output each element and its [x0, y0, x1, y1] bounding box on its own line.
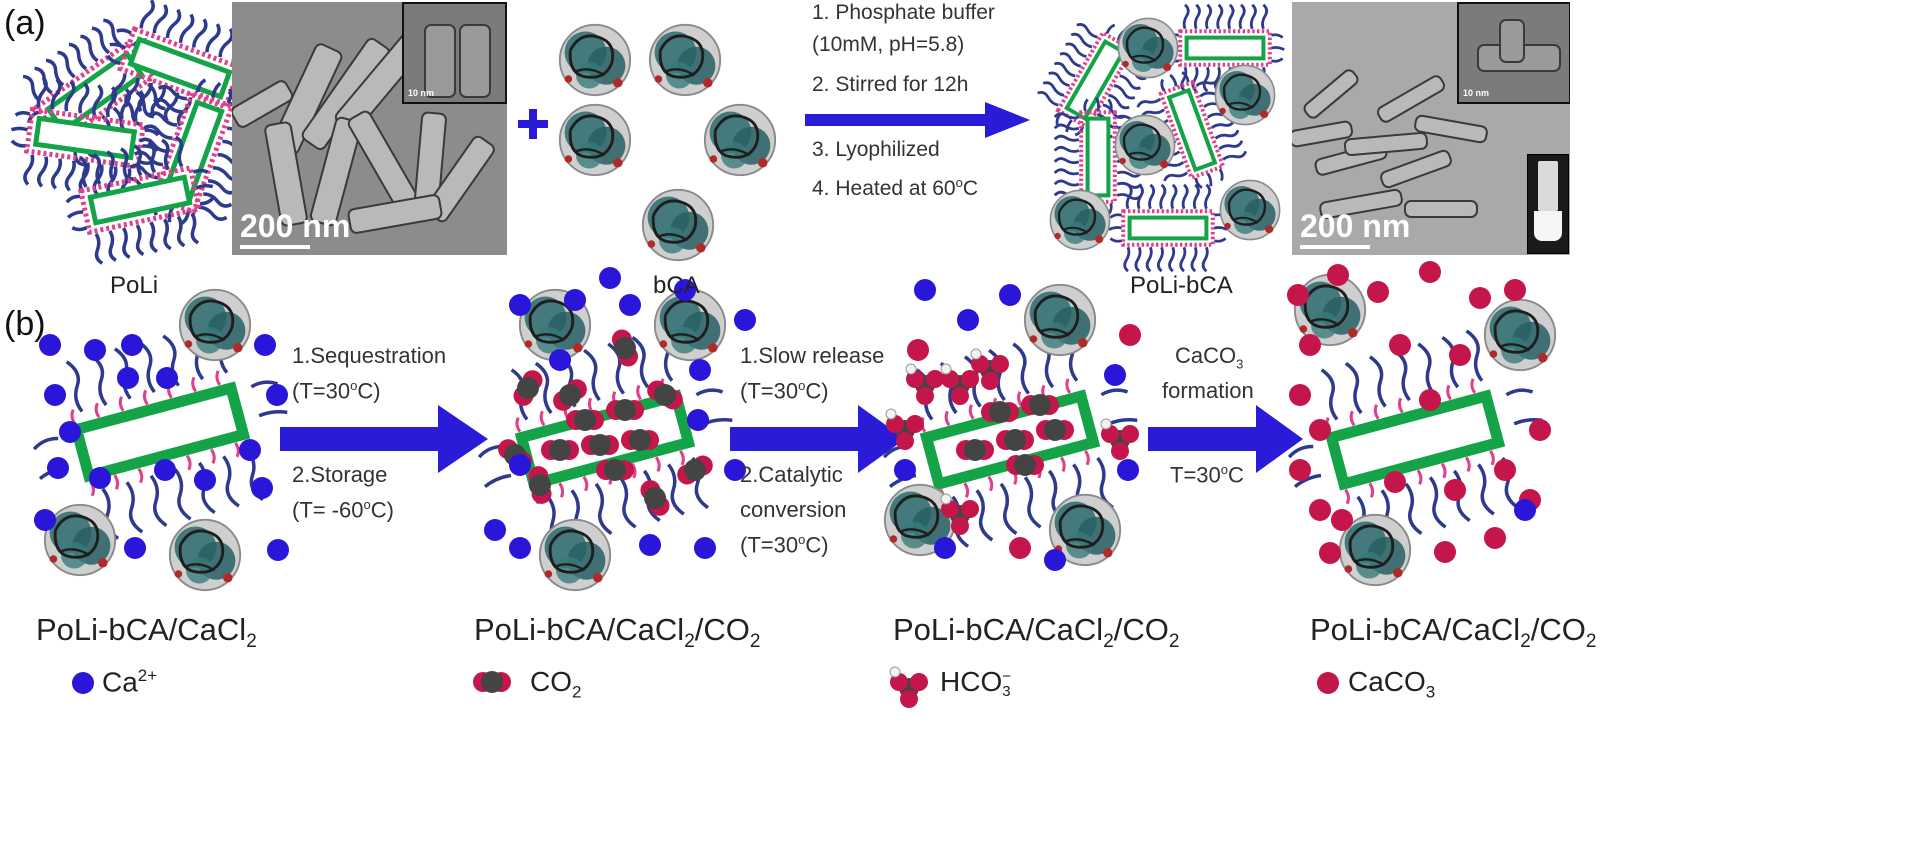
arrow3-line1: CaCO3 [1175, 343, 1244, 372]
bca-caption: bCA [653, 272, 700, 299]
arrow2 [730, 405, 905, 473]
arrow-panel-a [805, 102, 1030, 138]
step-4: 4. Heated at 60oC [812, 175, 979, 200]
legend-co2-label: CO2 [530, 666, 582, 702]
arrow2-line3: 2.Catalytic [740, 462, 843, 487]
step-2: 2. Stirred for 12h [812, 73, 969, 96]
panel-a-label: (a) [4, 4, 46, 42]
legend-ca-dot [72, 672, 94, 694]
arrow2-line4: conversion [740, 497, 847, 522]
caption-stage1: PoLi-bCA/CaCl2 [36, 612, 257, 653]
tem-inset-right: 10 nm [1457, 2, 1570, 104]
tem-inset-right-scale: 10 nm [1463, 88, 1490, 98]
vial-photo [1527, 154, 1569, 254]
poli-bca-caption: PoLi-bCA [1130, 272, 1233, 299]
tem-right-scale: 200 nm [1300, 208, 1411, 244]
arrow3-line2: formation [1162, 378, 1254, 403]
panel-b-label: (b) [4, 305, 46, 343]
poli-caption: PoLi [110, 272, 159, 299]
poli-bca-cartoon [1028, 5, 1284, 271]
stage3-cartoon [863, 279, 1158, 571]
arrow2-line5: (T=30oC) [740, 532, 829, 558]
stage4-cartoon [1268, 261, 1563, 587]
caption-stage2: PoLi-bCA/CaCl2/CO2 [474, 612, 761, 653]
caption-stage3: PoLi-bCA/CaCl2/CO2 [893, 612, 1180, 653]
step-1b: (10mM, pH=5.8) [812, 33, 965, 56]
tem-image-poli: 10 nm 200 nm [232, 2, 507, 255]
poli-cartoon [3, 0, 269, 268]
arrow3-line3: T=30oC [1170, 462, 1244, 488]
arrow2-line2: (T=30oC) [740, 378, 829, 404]
arrow1-line3: 2.Storage [292, 462, 388, 487]
legend-caco3-dot [1317, 672, 1339, 694]
tem-inset-left-scale: 10 nm [408, 88, 435, 98]
arrow3 [1148, 405, 1303, 473]
arrow1-line1: 1.Sequestration [292, 343, 447, 368]
legend-caco3-label: CaCO3 [1348, 666, 1436, 702]
legend-glyphs [72, 666, 1339, 709]
step-3: 3. Lyophilized [812, 138, 940, 161]
legend-co2-glyph [473, 671, 511, 693]
arrow1-line4: (T= -60oC) [292, 497, 394, 523]
arrow1 [280, 405, 488, 473]
stage1-cartoon [13, 288, 308, 592]
bca-proteins [558, 23, 777, 262]
caption-stage4: PoLi-bCA/CaCl2/CO2 [1310, 612, 1597, 653]
stage2-cartoon [458, 267, 756, 592]
legend-ca-label: Ca2+ [102, 666, 158, 698]
legend-hco3-glyph [889, 666, 929, 709]
arrow2-line1: 1.Slow release [740, 343, 885, 368]
arrow1-line2: (T=30oC) [292, 378, 381, 404]
tem-inset-left: 10 nm [402, 2, 507, 104]
legend-hco3-label: HCO−3 [940, 666, 1011, 700]
tem-left-scale: 200 nm [240, 208, 351, 244]
plus-sign [518, 109, 548, 139]
step-1a: 1. Phosphate buffer [812, 1, 995, 24]
tem-image-poli-bca: 10 nm 200 nm [1292, 2, 1570, 255]
